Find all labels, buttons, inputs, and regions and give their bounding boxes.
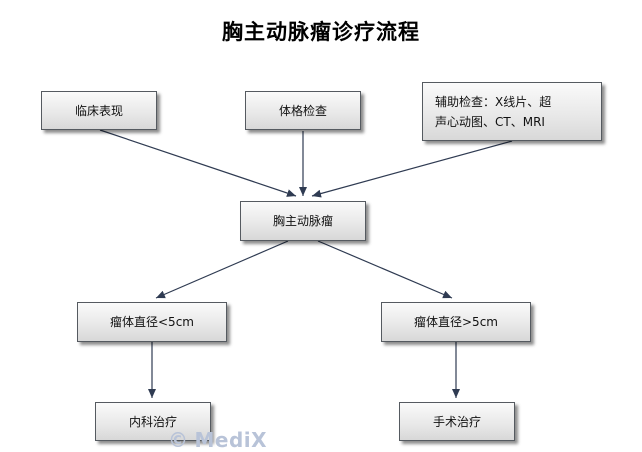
node-thoracic-aortic-aneurysm: 胸主动脉瘤 <box>240 201 366 241</box>
edge-aux-to-center <box>311 140 513 198</box>
watermark-text: MediX <box>194 428 268 452</box>
node-surgical-label: 手术治疗 <box>432 414 481 429</box>
node-diameter-small: 瘤体直径<5cm <box>77 302 227 342</box>
node-small-label: 瘤体直径<5cm <box>110 315 194 329</box>
node-clinical-label: 临床表现 <box>74 103 123 118</box>
copyright-icon: © <box>168 428 189 452</box>
edge-center-to-small <box>155 240 289 299</box>
diagram-title: 胸主动脉瘤诊疗流程 <box>222 20 420 44</box>
node-center-label: 胸主动脉瘤 <box>272 214 333 228</box>
node-physical-label: 体格检查 <box>278 103 327 118</box>
watermark: ©MediX <box>168 428 267 452</box>
node-clinical-presentation: 临床表现 <box>41 91 157 130</box>
node-surgical-treatment: 手术治疗 <box>399 402 515 441</box>
node-medical-label: 内科治疗 <box>128 414 177 429</box>
edge-center-to-large <box>317 240 453 299</box>
node-aux-line2: 声心动图、CT、MRI <box>435 114 545 129</box>
node-medical-treatment: 内科治疗 <box>95 402 211 441</box>
node-physical-exam: 体格检查 <box>245 91 361 130</box>
node-aux-line1: 辅助检查：X线片、超 <box>435 94 552 109</box>
node-auxiliary-exam: 辅助检查：X线片、超 声心动图、CT、MRI <box>422 82 602 141</box>
node-large-label: 瘤体直径>5cm <box>414 315 498 329</box>
node-diameter-large: 瘤体直径>5cm <box>381 302 531 342</box>
edge-clinical-to-center <box>99 129 297 197</box>
